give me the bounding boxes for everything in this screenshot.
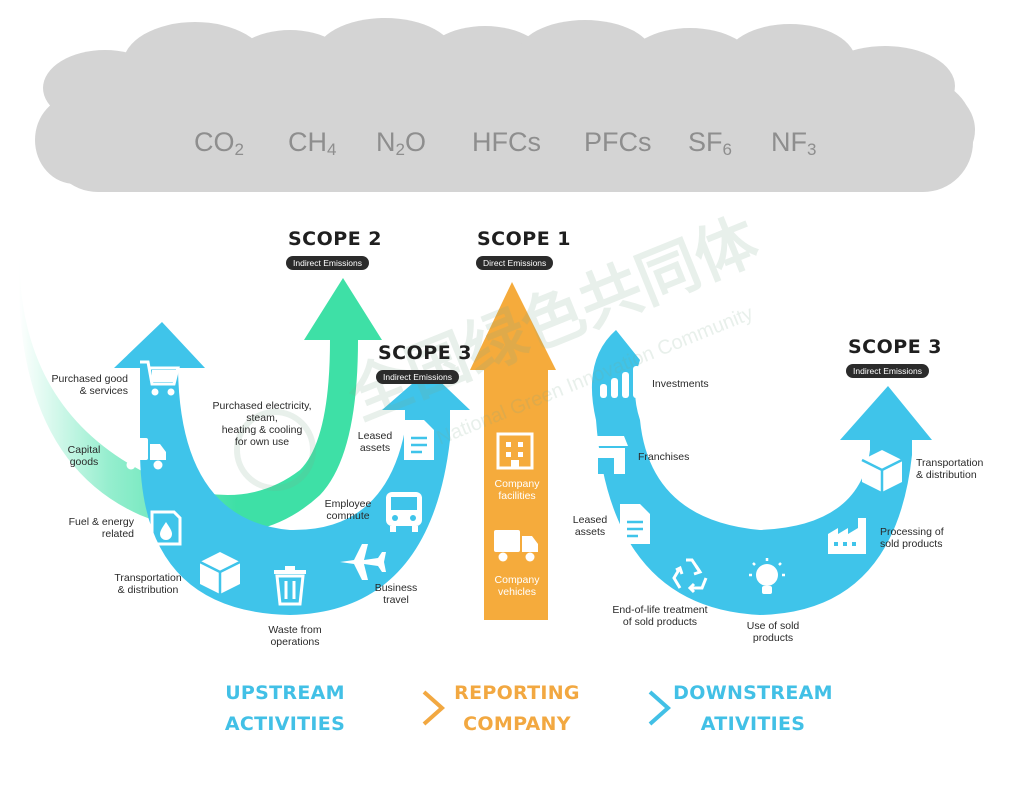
airplane-icon [340,544,386,580]
gas-sf6: SF6 [688,127,732,159]
scope3-upstream-arrow [114,322,470,615]
label-business-travel: Business travel [374,582,418,606]
gas-pfcs: PFCs [584,127,652,157]
scope2-arrow [18,232,382,534]
label-investments: Investments [652,378,709,390]
truck-icon [122,438,166,470]
lightbulb-icon [749,558,785,594]
arrow-right-icon [422,690,446,726]
greenhouse-gas-cloud [35,18,975,192]
label-company-vehicles: Company vehicles [494,574,540,598]
document-icon [620,504,650,544]
arrow-right-icon [648,690,672,726]
scope2-subtitle: Indirect Emissions [286,256,369,270]
label-purchased-electricity: Purchased electricity, steam, heating & … [212,400,312,448]
scope3-downstream-title: SCOPE 3 [848,336,943,358]
scope3-upstream-title: SCOPE 3 [378,342,473,364]
flow-upstream-label: UPSTREAM ACTIVITIES [224,682,346,735]
gas-nf3: NF3 [771,127,816,159]
recycle-icon [672,558,708,594]
label-fuel-energy: Fuel & energy related [68,516,134,540]
bar-chart-icon [600,366,640,398]
flow-arrow-2 [590,690,672,726]
scope1-arrow [470,282,556,620]
bus-icon [386,492,422,532]
gas-n2o: N2O [376,127,426,159]
scope1-subtitle: Direct Emissions [476,256,554,270]
scope1-title: SCOPE 1 [477,228,572,250]
gas-co2: CO2 [194,127,244,159]
flow-reporting-label: REPORTING COMPANY [454,682,580,735]
label-franchises: Franchises [638,451,690,463]
document-icon [404,420,434,460]
label-capital-goods: Capital goods [67,444,101,468]
label-downstream-leased-assets: Leased assets [572,514,608,538]
store-icon [584,436,628,474]
box-icon [861,450,903,492]
scope2-title: SCOPE 2 [288,228,383,250]
scope3-downstream-subtitle: Indirect Emissions [846,364,929,378]
gas-labels: CO2 CH4 N2O HFCs PFCs SF6 NF3 [194,127,816,159]
cart-icon [140,360,180,396]
label-purchased-goods: Purchased good & services [51,373,128,397]
flow-arrow-1 [362,690,446,726]
label-employee-commute: Employee commute [324,498,372,522]
truck-icon [494,530,538,562]
lightning-icon [208,448,234,494]
label-processing: Processing of sold products [880,526,944,550]
flow-downstream-label: DOWNSTREAM ATIVITIES [673,682,833,735]
icons [122,360,903,606]
label-use-of-sold: Use of sold products [746,620,800,644]
gas-hfcs: HFCs [472,127,541,157]
label-company-facilities: Company facilities [494,478,540,502]
box-icon [199,552,241,594]
trash-icon [274,566,306,606]
scope3-upstream-subtitle: Indirect Emissions [376,370,459,384]
label-downstream-transport: Transportation & distribution [916,457,984,481]
fuel-can-icon [150,510,182,546]
label-upstream-transport: Transportation & distribution [114,572,182,596]
label-waste: Waste from operations [268,624,322,648]
label-end-of-life: End-of-life treatment of sold products [612,604,708,628]
factory-icon [828,518,866,554]
building-icon [496,432,534,470]
label-upstream-leased-assets: Leased assets [357,430,393,454]
gas-ch4: CH4 [288,127,336,159]
